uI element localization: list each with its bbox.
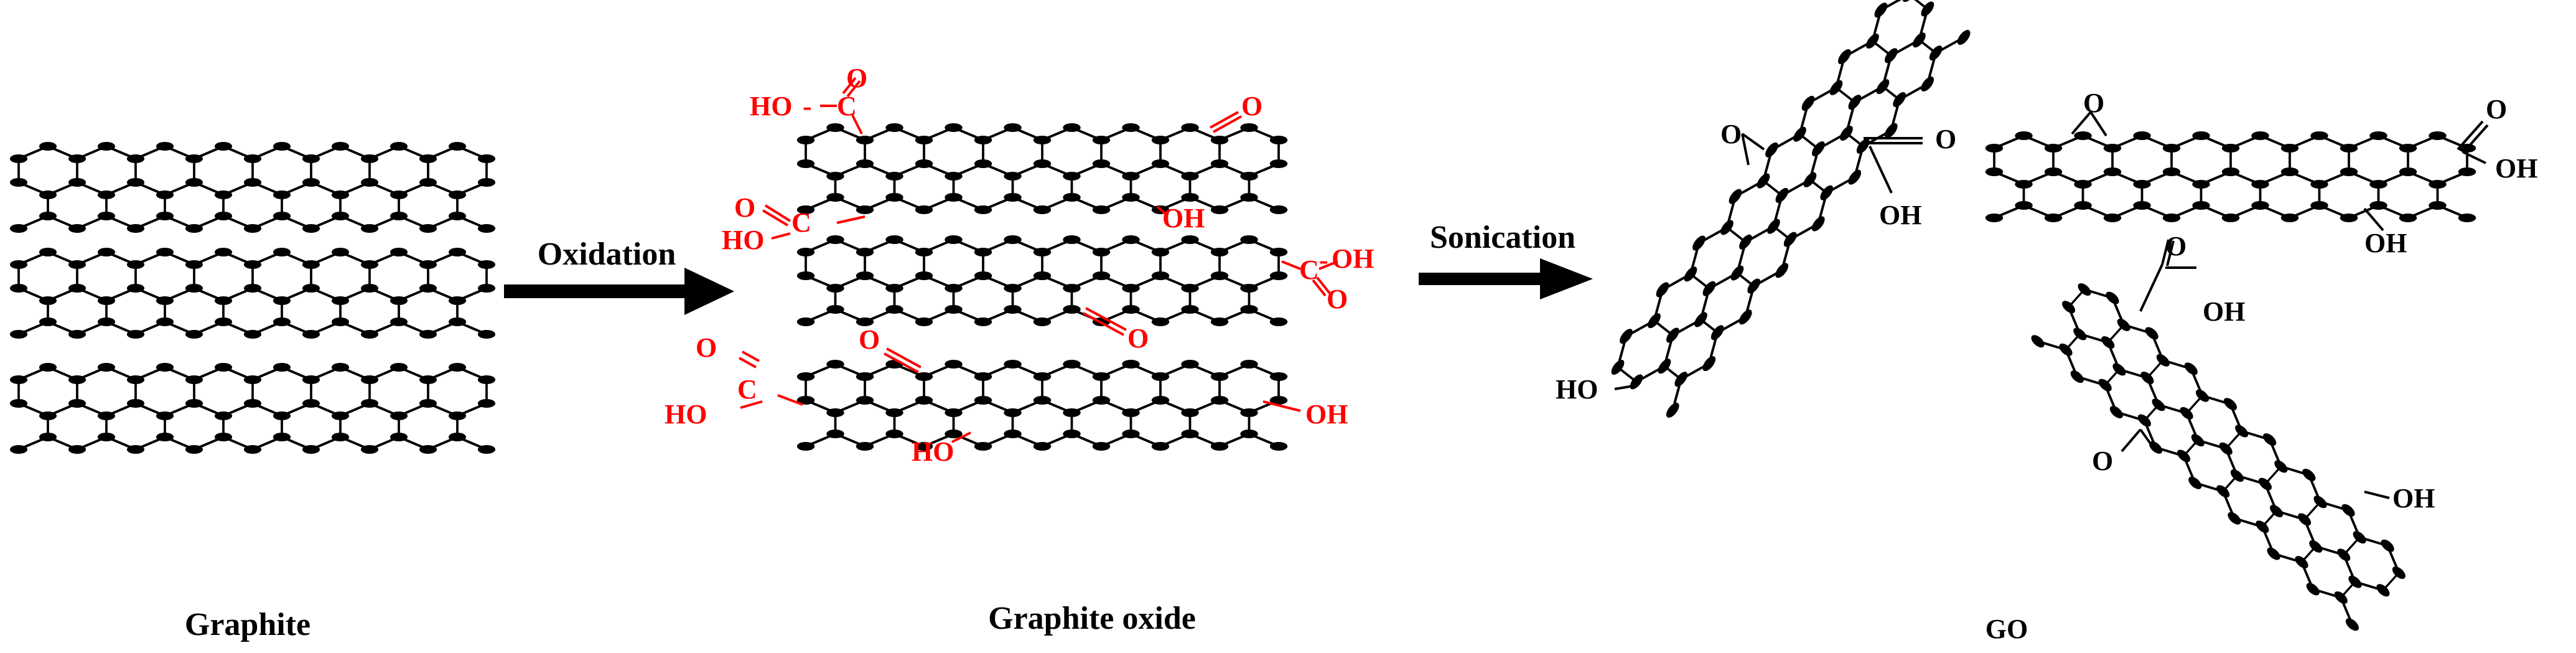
group-ho: HO	[722, 225, 764, 255]
group-oh: OH	[2203, 296, 2245, 327]
go-sheet-horizontal	[1984, 130, 2478, 223]
group-oh: OH	[2392, 483, 2435, 514]
graphite-oxide-functional-groups	[739, 77, 1338, 443]
go-functional-groups	[1614, 111, 2489, 499]
group-o: O	[859, 324, 880, 355]
group-o: O	[734, 192, 755, 223]
graphite-oxide-group-labels: HO - C O O OH O C HO C - OH O O O O C HO…	[665, 63, 1374, 467]
group-oh: OH	[2364, 228, 2407, 258]
graphite-sheet	[8, 362, 497, 455]
group-c: C	[791, 207, 811, 238]
group-o: O	[2092, 446, 2113, 476]
group-oh: OH	[1162, 203, 1205, 233]
group-o: O	[2486, 94, 2507, 124]
group-o: O	[2165, 231, 2186, 261]
group-oh: OH	[1332, 243, 1374, 274]
go-label: GO	[1986, 614, 2028, 644]
group-oh: OH	[1305, 399, 1348, 430]
go-sheets	[1597, 0, 2478, 634]
group-ho: HO	[1556, 374, 1598, 405]
graphite-oxide-label: Graphite oxide	[988, 601, 1196, 636]
graphite-label: Graphite	[185, 607, 310, 642]
graphite-oxide-sheet	[795, 359, 1289, 452]
graphite-oxide-stack	[795, 122, 1289, 452]
group-oh: OH	[2495, 153, 2537, 184]
group-c: C	[837, 91, 857, 121]
group-o: O	[1127, 323, 1149, 354]
group-ho: HO	[912, 436, 954, 467]
group-o: O	[696, 332, 717, 363]
graphite-oxide-sheet	[795, 234, 1289, 327]
group-o: O	[846, 63, 867, 93]
sonication-arrow	[1419, 258, 1593, 299]
group-oh: OH	[1879, 200, 1921, 230]
group-dash: -	[803, 91, 812, 121]
group-o: O	[1720, 119, 1742, 149]
group-c: C	[737, 374, 757, 405]
group-ho: HO	[665, 399, 707, 430]
group-o: O	[2083, 88, 2104, 118]
group-c: C	[1299, 255, 1319, 285]
oxidation-arrow	[504, 268, 734, 315]
group-dash: -	[1319, 245, 1328, 275]
graphite-sheet	[8, 141, 497, 234]
group-o: O	[1327, 284, 1348, 314]
group-ho: HO	[750, 91, 792, 121]
graphite-stack	[8, 141, 497, 455]
oxidation-label: Oxidation	[538, 237, 676, 272]
sonication-label: Sonication	[1430, 220, 1575, 255]
graphite-oxide-sheet	[795, 122, 1289, 215]
graphite-sheet	[8, 247, 497, 340]
group-o: O	[1935, 124, 1956, 154]
go-group-labels: O O OH HO O O OH OH O OH O OH	[1556, 88, 2537, 514]
group-o: O	[1241, 91, 1262, 121]
